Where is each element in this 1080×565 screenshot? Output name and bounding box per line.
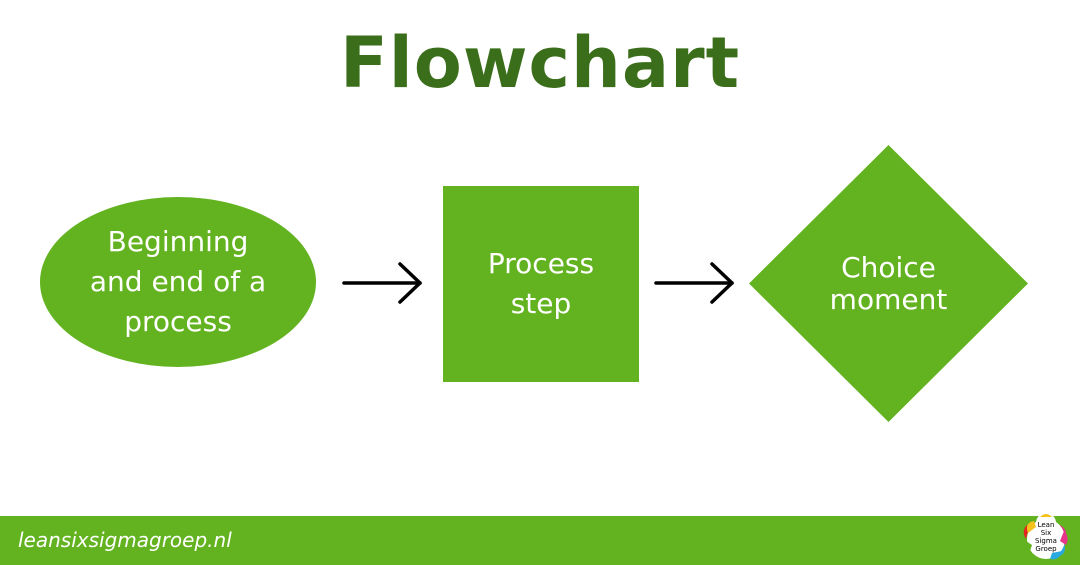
process-step-label-line: Process (487, 247, 595, 280)
decision-label: Choice moment (789, 145, 988, 422)
terminator-label-line: process (124, 305, 232, 338)
right-arrow-icon (654, 262, 734, 304)
process-step-label: Process step (443, 186, 639, 382)
footer-bar: leansixsigmagroep.nl (0, 516, 1080, 565)
logo-text-line: Sigma (1035, 537, 1057, 545)
footer-website-link[interactable]: leansixsigmagroep.nl (18, 528, 232, 552)
logo-text-line: Six (1041, 529, 1052, 537)
terminator-oval: Beginning and end of a process (40, 197, 316, 367)
decision-label-line: moment (829, 282, 948, 316)
logo-text-line: Groep (1035, 545, 1057, 553)
page-title: Flowchart (339, 22, 741, 104)
process-step-label-line: step (510, 287, 572, 320)
logo-text-line: Lean (1038, 521, 1055, 529)
right-arrow-icon (342, 262, 422, 304)
process-step-box: Process step (443, 186, 639, 382)
terminator-label: Beginning and end of a process (60, 197, 296, 367)
terminator-label-line: and end of a (89, 265, 267, 298)
lean-six-sigma-groep-logo[interactable]: Lean Six Sigma Groep (1020, 513, 1072, 563)
diamond-shape (749, 145, 1028, 422)
terminator-label-line: Beginning (107, 225, 249, 258)
decision-label-line: Choice (841, 250, 936, 284)
decision-diamond: Choice moment (749, 145, 1028, 422)
